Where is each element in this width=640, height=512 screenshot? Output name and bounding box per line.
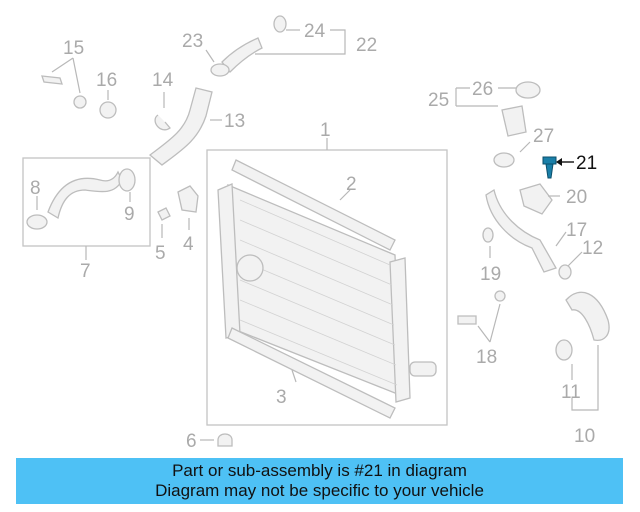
upper-hose [221,37,263,73]
callout-2: 2 [346,174,357,195]
callout-3: 3 [276,387,287,408]
callout-14: 14 [152,70,174,91]
callout-23: 23 [182,31,203,52]
callout-19: 19 [480,264,501,285]
bolt-15 [41,75,63,85]
callout-12: 12 [582,238,603,259]
bolt-18 [457,315,477,325]
upper-seal-strip [231,159,396,251]
grommet-6 [217,433,233,447]
callout-17: 17 [566,220,587,241]
clamp-12 [558,264,572,280]
charge-pipe [148,87,213,166]
banner-line-1: Part or sub-assembly is #21 in diagram [172,461,467,480]
callout-27: 27 [533,126,554,147]
bolt-5 [157,207,171,221]
callout-26: 26 [472,79,493,100]
callout-20: 20 [566,187,587,208]
plug-19 [482,227,494,243]
lower-hose [565,291,610,341]
cap-16 [99,101,117,119]
intake-hose [47,170,123,220]
parts-diagram: 1 2 3 4 5 6 7 8 9 10 11 12 13 14 15 16 1… [22,15,610,452]
callout-6: 6 [186,431,197,452]
callout-10: 10 [574,426,595,447]
banner-line-2: Diagram may not be specific to your vehi… [155,481,484,500]
callout-22: 22 [356,35,377,56]
callout-18: 18 [476,347,497,368]
callout-15: 15 [63,38,84,59]
callout-11: 11 [561,382,581,403]
callout-16: 16 [96,70,117,91]
outlet-pipe [485,188,557,273]
callout-7: 7 [80,261,91,282]
callout-25: 25 [428,90,449,111]
clamp-26 [515,81,541,99]
callout-24: 24 [304,21,326,42]
highlighted-bolt-21[interactable] [542,156,574,179]
hose-25 [501,105,527,137]
info-banner: Part or sub-assembly is #21 in diagram D… [16,458,623,504]
callout-4: 4 [183,234,194,255]
callout-9: 9 [124,204,135,225]
callout-13: 13 [224,111,245,132]
bracket-4 [177,185,199,213]
callout-21[interactable]: 21 [576,153,597,174]
callout-1: 1 [320,120,331,141]
lower-seal-strip [227,327,396,419]
callout-8: 8 [30,178,41,199]
callout-5: 5 [155,243,166,264]
